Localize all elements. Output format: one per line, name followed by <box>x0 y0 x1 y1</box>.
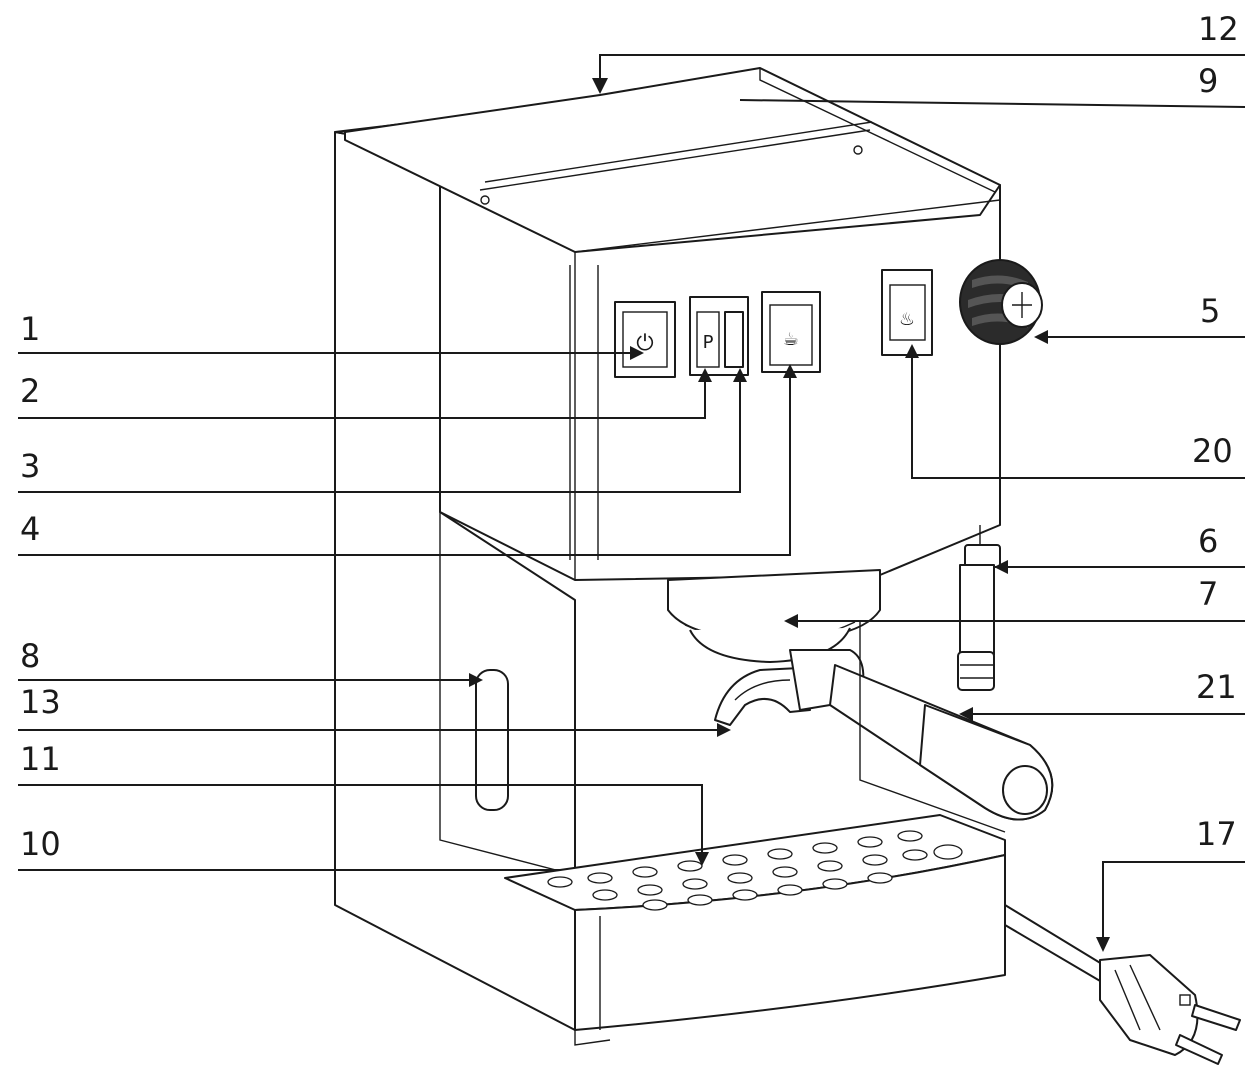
callout-13: 13 <box>20 683 61 721</box>
coffee-icon: ☕ <box>783 329 799 350</box>
steam-icon: ♨ <box>899 309 915 330</box>
drip-tray[interactable] <box>439 512 1006 1046</box>
callout-10: 10 <box>20 825 61 863</box>
callout-3: 3 <box>20 447 40 485</box>
callout-11: 11 <box>20 740 61 778</box>
callout-6: 6 <box>1198 522 1218 560</box>
callout-9: 9 <box>1198 62 1218 100</box>
steam-wand[interactable] <box>957 525 1001 691</box>
power-switch[interactable]: ⏻ <box>614 301 676 378</box>
steam-switch[interactable]: ♨ <box>881 269 933 356</box>
callout-8: 8 <box>20 637 40 675</box>
callout-12: 12 <box>1198 10 1239 48</box>
steam-knob[interactable] <box>959 259 1043 345</box>
coffee-switch[interactable]: ☕ <box>761 291 821 373</box>
callout-17: 17 <box>1196 815 1237 853</box>
callout-numbers: 12 9 1 5 2 20 3 4 6 7 8 21 13 11 10 17 <box>20 10 1239 863</box>
callout-7: 7 <box>1198 575 1218 613</box>
power-icon: ⏻ <box>636 331 653 356</box>
callout-4: 4 <box>20 510 40 548</box>
portafilter[interactable] <box>714 649 1054 821</box>
callout-21: 21 <box>1196 668 1237 706</box>
pump-icon: P <box>703 332 714 353</box>
callout-5: 5 <box>1200 292 1220 330</box>
drip-grid-holes <box>547 830 963 911</box>
callout-2: 2 <box>20 372 40 410</box>
leader-lines <box>18 54 1246 952</box>
power-cord <box>1004 904 1241 1065</box>
indicator-lamp <box>724 311 744 368</box>
water-level-window <box>475 669 509 811</box>
brew-group <box>667 569 881 663</box>
callout-20: 20 <box>1192 432 1233 470</box>
callout-1: 1 <box>20 310 40 348</box>
